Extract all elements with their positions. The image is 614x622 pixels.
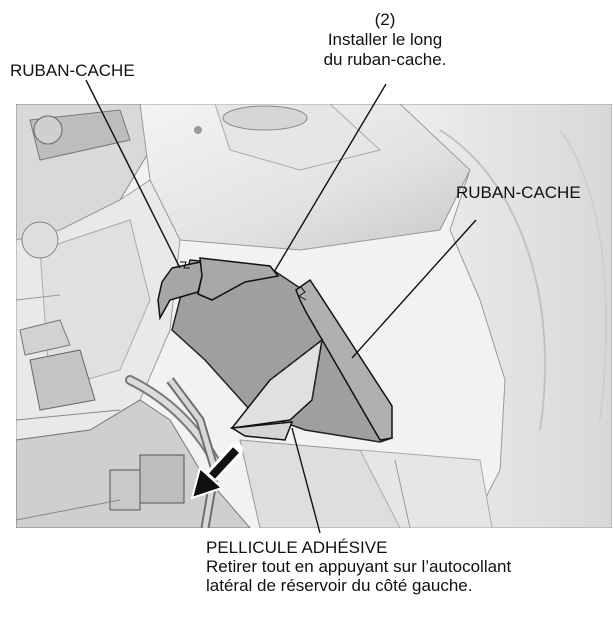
film-instruction-line1: Retirer tout en appuyant sur l’autocolla… [206,557,511,577]
label-adhesive-film: PELLICULE ADHÉSIVE [206,538,387,558]
step-number: (2) [365,10,405,30]
label-tape-left: RUBAN-CACHE [10,61,135,81]
step-instruction-line2: du ruban-cache. [300,50,470,70]
step-instruction-line1: Installer le long [300,30,470,50]
label-tape-right: RUBAN-CACHE [456,183,581,203]
film-instruction-line2: latéral de réservoir du côté gauche. [206,576,473,596]
